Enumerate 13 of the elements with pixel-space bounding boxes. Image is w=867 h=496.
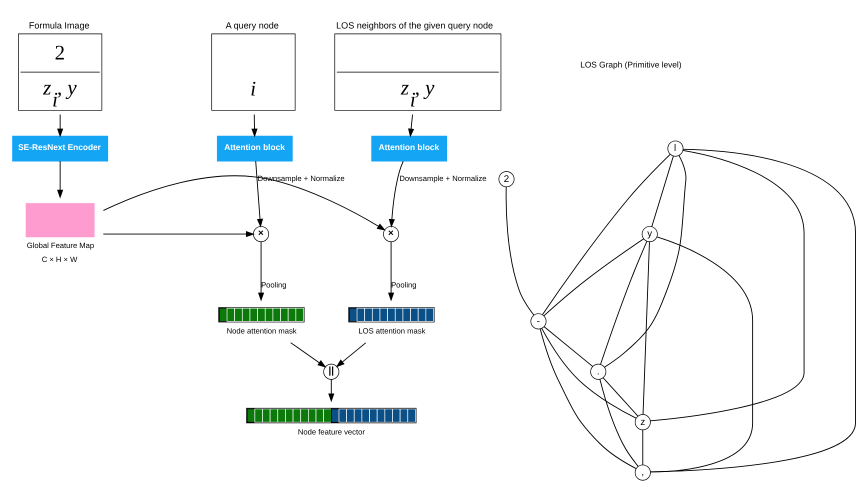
node-label: Formula Image bbox=[28, 20, 90, 31]
label: LOS Graph (Primitive level) bbox=[580, 59, 682, 70]
node-label: LOS attention mask bbox=[358, 326, 426, 336]
node-label: Node feature vector bbox=[298, 428, 365, 437]
edge-label: Pooling bbox=[391, 280, 417, 290]
node-label: C × H × W bbox=[42, 254, 78, 264]
node-label: A query node bbox=[226, 20, 279, 31]
edge-label: Downsample + Normalize bbox=[399, 174, 487, 184]
edge-label: Pooling bbox=[261, 280, 287, 290]
node-label: Node attention mask bbox=[226, 326, 297, 336]
node-label: LOS neighbors of the given query node bbox=[336, 20, 494, 31]
node-label: Global Feature Map bbox=[26, 240, 94, 250]
edge-label: Downsample + Normalize bbox=[258, 174, 345, 184]
